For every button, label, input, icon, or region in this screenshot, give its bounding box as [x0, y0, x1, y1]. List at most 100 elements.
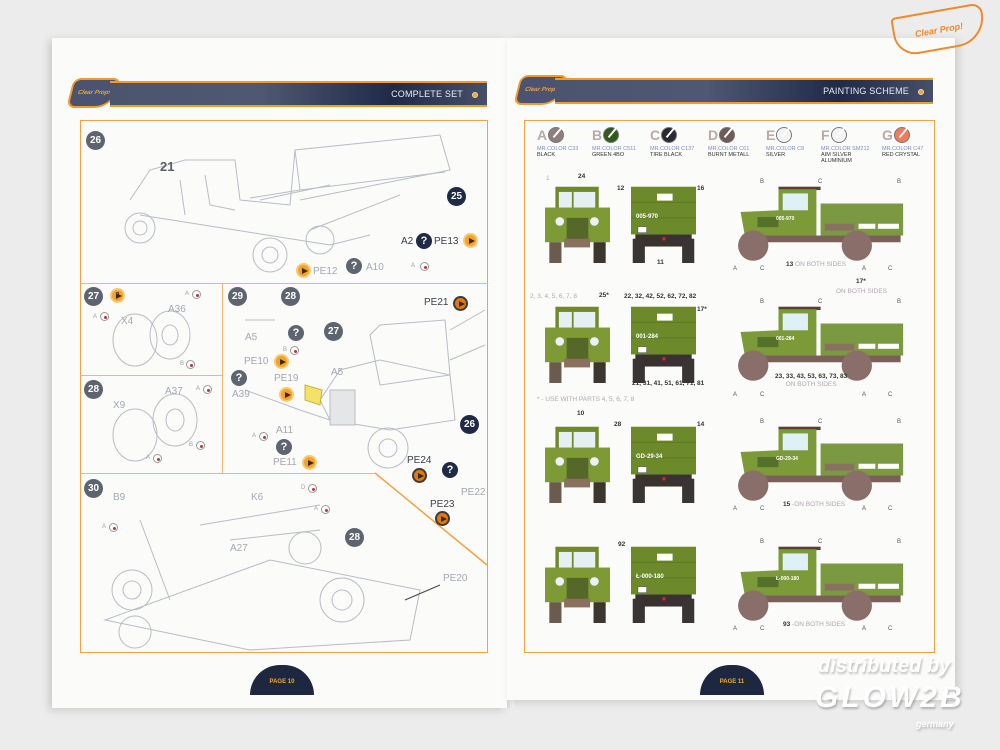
- unknown-part-icon: ?: [288, 325, 304, 341]
- sprue-label: A: [102, 524, 107, 530]
- photo-etch-icon: [435, 511, 450, 526]
- sprue-label: B: [180, 361, 185, 367]
- sub-step-number: 28: [345, 528, 364, 547]
- sprue-label: A: [93, 314, 98, 320]
- step-number: 29: [228, 287, 247, 306]
- paint-brush-icon: [661, 126, 678, 143]
- color-code: MR.COLOR C61: [708, 146, 750, 152]
- part-label: PE13: [434, 236, 459, 247]
- license-plate: GD-29-34: [636, 454, 663, 460]
- color-code: MR.COLOR C33: [537, 146, 579, 152]
- decal-note: ON BOTH SIDES: [836, 288, 887, 295]
- footnote: * - USE WITH PARTS 4, 5, 6, 7, 8: [537, 396, 635, 403]
- color-name: AIM SILVER ALUMINIUM: [821, 152, 852, 164]
- paint-marker: C: [888, 392, 893, 398]
- part-label: X9: [113, 400, 126, 411]
- sprue-pin-icon: [153, 454, 162, 463]
- sprue-label: A: [314, 506, 319, 512]
- decal-callout: 12: [617, 185, 625, 192]
- paint-brush-icon: [719, 126, 736, 143]
- photo-etch-icon: [412, 468, 427, 483]
- paint-marker: B: [897, 419, 902, 425]
- divider: [80, 473, 375, 474]
- paint-marker: B: [897, 299, 902, 305]
- watermark-line1: distributed by: [818, 655, 951, 677]
- side-decal-callout: 13 ON BOTH SIDES: [786, 261, 846, 269]
- decal-number: 23, 33, 43, 53, 63, 73, 83: [775, 373, 848, 380]
- paint-marker: B: [897, 179, 902, 185]
- sprue-pin-icon: [100, 312, 109, 321]
- side-plate: GD-29-34: [776, 456, 798, 462]
- instructions-frame: [80, 120, 488, 653]
- part-label: PE11: [273, 457, 297, 468]
- sprue-pin-icon: [308, 484, 317, 493]
- unknown-part-icon: ?: [442, 462, 458, 478]
- part-label: PE21: [424, 297, 449, 308]
- step-number: 28: [84, 380, 103, 399]
- color-key-b: B MR.COLOR C511 GREEN 4BO: [592, 126, 650, 158]
- color-name: SILVER: [766, 152, 786, 158]
- decal-number: 15: [783, 501, 791, 508]
- sprue-pin-icon: [186, 360, 195, 369]
- decal-callout: 11: [657, 259, 664, 266]
- decal-callout: 1: [546, 175, 550, 182]
- part-label: A11: [276, 425, 294, 436]
- page-number: PAGE 11: [719, 679, 745, 685]
- color-name: BURNT METALL: [708, 152, 750, 158]
- part-label: PE22: [461, 487, 486, 498]
- color-letter: F: [821, 126, 830, 143]
- header-dot-icon: [472, 92, 478, 98]
- divider: [222, 283, 223, 473]
- decal-callout: 22, 32, 42, 52, 62, 72, 82: [624, 293, 697, 300]
- part-label: K6: [251, 492, 264, 503]
- sub-step-number: 25: [447, 187, 466, 206]
- part-label: B9: [113, 492, 126, 503]
- paint-marker: C: [760, 392, 765, 398]
- header-title: PAINTING SCHEME: [823, 86, 909, 96]
- decal-note: ON BOTH SIDES: [795, 261, 846, 268]
- truck-front-view: [545, 546, 610, 623]
- sprue-pin-icon: [109, 523, 118, 532]
- sprue-label: B: [283, 347, 288, 353]
- sprue-label: D: [301, 485, 306, 491]
- unknown-part-icon: ?: [276, 439, 292, 455]
- color-code: MR.COLOR C511: [592, 146, 636, 152]
- step-number: 30: [84, 479, 103, 498]
- photo-etch-icon: [274, 354, 289, 369]
- unknown-part-icon: ?: [416, 233, 432, 249]
- color-name: RED CRYSTAL: [882, 152, 921, 158]
- truck-side-view: [738, 186, 904, 261]
- truck-rear-view: [630, 426, 697, 503]
- photo-etch-icon: [279, 387, 294, 402]
- side-plate: Ł-000-180: [776, 576, 800, 582]
- color-letter: A: [537, 126, 548, 143]
- left-page: [52, 38, 507, 708]
- part-label: 21: [160, 159, 175, 174]
- part-label: A10: [366, 262, 384, 273]
- quantity-text: 2: [115, 292, 120, 299]
- decal-callout: 24: [578, 173, 586, 180]
- paint-brush-icon: [548, 126, 565, 143]
- part-label: A39: [232, 389, 250, 400]
- quantity-badge: 2: [110, 288, 125, 303]
- photo-etch-icon: [302, 455, 317, 470]
- decal-callout: 17*: [697, 306, 707, 313]
- side-plate: 005-970: [776, 216, 795, 222]
- color-key-d: D MR.COLOR C61 BURNT METALL: [708, 126, 766, 158]
- decal-number: 13: [786, 261, 794, 268]
- sprue-pin-icon: [192, 290, 201, 299]
- paint-marker: C: [888, 266, 893, 272]
- sprue-pin-icon: [196, 441, 205, 450]
- part-label: A5: [245, 332, 258, 343]
- color-name: BLACK: [537, 152, 556, 158]
- paint-marker: A: [733, 266, 738, 272]
- painting-scheme-frame: [524, 120, 935, 653]
- sprue-pin-icon: [420, 262, 429, 271]
- part-label: A5: [331, 367, 344, 378]
- color-code: MR.COLOR C8: [766, 146, 805, 152]
- sub-step-number: 28: [281, 287, 300, 306]
- photo-etch-icon: [453, 296, 468, 311]
- paint-marker: C: [888, 506, 893, 512]
- paint-marker: C: [760, 266, 765, 272]
